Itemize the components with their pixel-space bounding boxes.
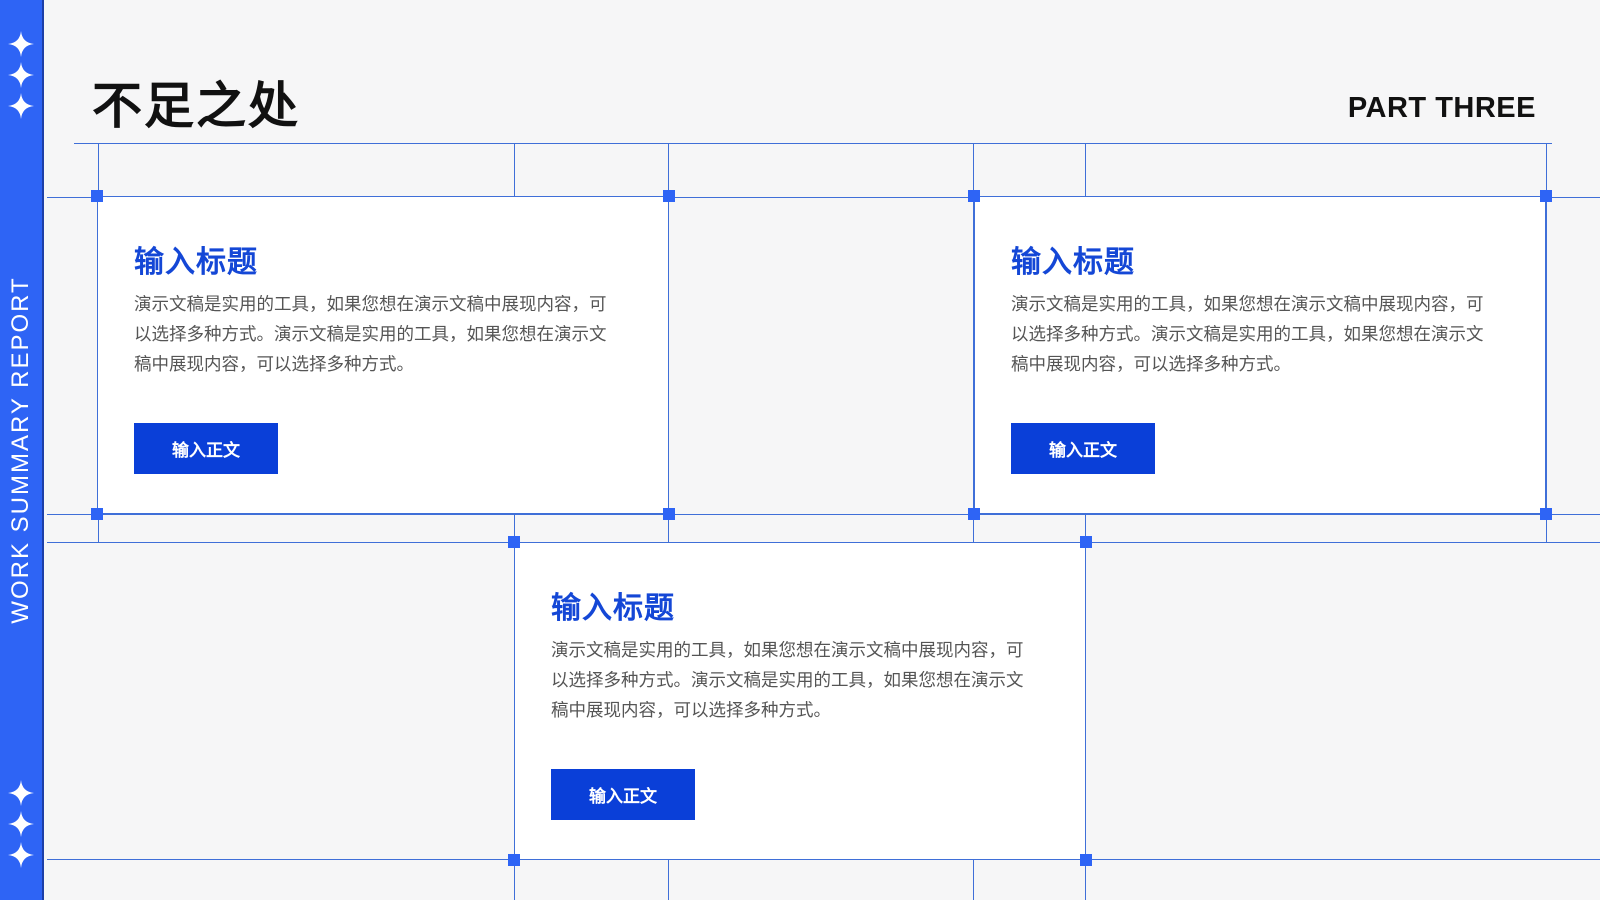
square-handle-icon [968,190,980,202]
grid-line [47,197,1600,198]
card-body-text: 演示文稿是实用的工具，如果您想在演示文稿中展现内容，可以选择多种方式。演示文稿是… [551,641,1024,721]
card-button[interactable]: 输入正文 [551,769,695,820]
content-card: 输入标题 演示文稿是实用的工具，如果您想在演示文稿中展现内容，可以选择多种方式。… [514,542,1086,860]
sparkle-star-icon [8,780,34,806]
card-body-text: 演示文稿是实用的工具，如果您想在演示文稿中展现内容，可以选择多种方式。演示文稿是… [1011,295,1484,375]
grid-line [1546,143,1547,543]
grid-line [514,143,515,900]
grid-line [668,859,669,900]
sidebar: WORK SUMMARY REPORT [0,0,42,900]
card-title: 输入标题 [134,245,258,280]
sidebar-vertical-text: WORK SUMMARY REPORT [7,276,34,624]
grid-line [47,514,1600,515]
grid-line [1085,143,1086,900]
card-title: 输入标题 [551,591,675,626]
page-title: 不足之处 [92,77,300,135]
sparkle-star-icon [8,842,34,868]
grid-line [973,143,974,543]
square-handle-icon [663,190,675,202]
card-button[interactable]: 输入正文 [1011,423,1155,474]
part-label: PART THREE [1347,92,1536,124]
square-handle-icon [1540,190,1552,202]
content-card: 输入标题 演示文稿是实用的工具，如果您想在演示文稿中展现内容，可以选择多种方式。… [974,196,1546,514]
card-title: 输入标题 [1011,245,1135,280]
square-handle-icon [1080,536,1092,548]
grid-line [973,859,974,900]
square-handle-icon [968,508,980,520]
square-handle-icon [508,854,520,866]
sparkle-star-icon [8,811,34,837]
grid-line [74,143,1552,144]
square-handle-icon [1540,508,1552,520]
card-body-text: 演示文稿是实用的工具，如果您想在演示文稿中展现内容，可以选择多种方式。演示文稿是… [134,295,607,375]
square-handle-icon [91,508,103,520]
content-card: 输入标题 演示文稿是实用的工具，如果您想在演示文稿中展现内容，可以选择多种方式。… [97,196,669,514]
square-handle-icon [1080,854,1092,866]
card-button[interactable]: 输入正文 [134,423,278,474]
square-handle-icon [91,190,103,202]
square-handle-icon [663,508,675,520]
sparkle-star-icon [8,62,34,88]
sparkle-star-icon [8,93,34,119]
square-handle-icon [508,536,520,548]
sparkle-star-icon [8,31,34,57]
sidebar-divider [42,0,44,900]
